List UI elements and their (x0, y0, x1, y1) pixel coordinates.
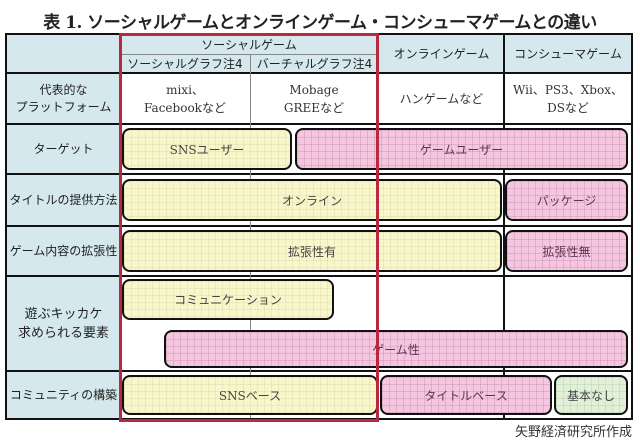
row-label-target: ターゲット (7, 125, 120, 173)
bar-expandability-yes: 拡張性有 (122, 230, 502, 272)
row-label-motive: 遊ぶキッカケ 求められる要素 (7, 277, 120, 370)
row-label-platform: 代表的な プラットフォーム (7, 74, 120, 123)
row-divider (7, 275, 631, 277)
bar-target-sns: SNSユーザー (122, 128, 292, 170)
row-label-expandability: ゲーム内容の拡張性 (7, 227, 120, 275)
platform-consumer: Wii、PS3、Xbox、 DSなど (513, 82, 623, 115)
header-consumer-game: コンシューマゲーム (505, 35, 631, 72)
bar-delivery-package: パッケージ (505, 179, 628, 221)
bar-community-none: 基本なし (554, 375, 628, 415)
bar-motive-communication: コミュニケーション (122, 279, 334, 320)
header-corner (7, 35, 120, 72)
platform-social-graph: mixi、 Facebookなど (144, 82, 226, 115)
table-title: 表 1. ソーシャルゲームとオンラインゲーム・コンシューマゲームとの違い (43, 13, 597, 33)
row-label-community: コミュニティの構築 (7, 372, 120, 418)
platform-virtual-graph: Mobage GREEなど (283, 82, 345, 115)
row-divider (7, 72, 631, 74)
bar-delivery-online: オンライン (122, 179, 502, 221)
platform-online: ハンゲームなど (399, 91, 484, 106)
header-social-game: ソーシャルゲーム (120, 35, 378, 54)
row-divider (7, 123, 631, 125)
bar-community-title: タイトルベース (380, 375, 552, 415)
bar-target-game: ゲームユーザー (295, 128, 628, 170)
header-social-graph: ソーシャルグラフ注4 (120, 54, 250, 72)
header-virtual-graph: バーチャルグラフ注4 (250, 54, 378, 72)
bar-community-sns: SNSベース (122, 375, 378, 415)
col-divider (503, 35, 505, 418)
source-credit: 矢野経済研究所作成 (514, 425, 632, 440)
bar-motive-gameplay: ゲーム性 (164, 330, 628, 368)
comparison-table: ソーシャルゲーム ソーシャルグラフ注4 バーチャルグラフ注4 オンラインゲーム … (5, 33, 633, 422)
header-online-game: オンラインゲーム (378, 35, 505, 72)
row-label-delivery: タイトルの提供方法 (7, 175, 120, 225)
row-divider (7, 225, 631, 227)
row-divider (7, 173, 631, 175)
row-divider (7, 370, 631, 372)
bar-expandability-no: 拡張性無 (505, 230, 628, 272)
